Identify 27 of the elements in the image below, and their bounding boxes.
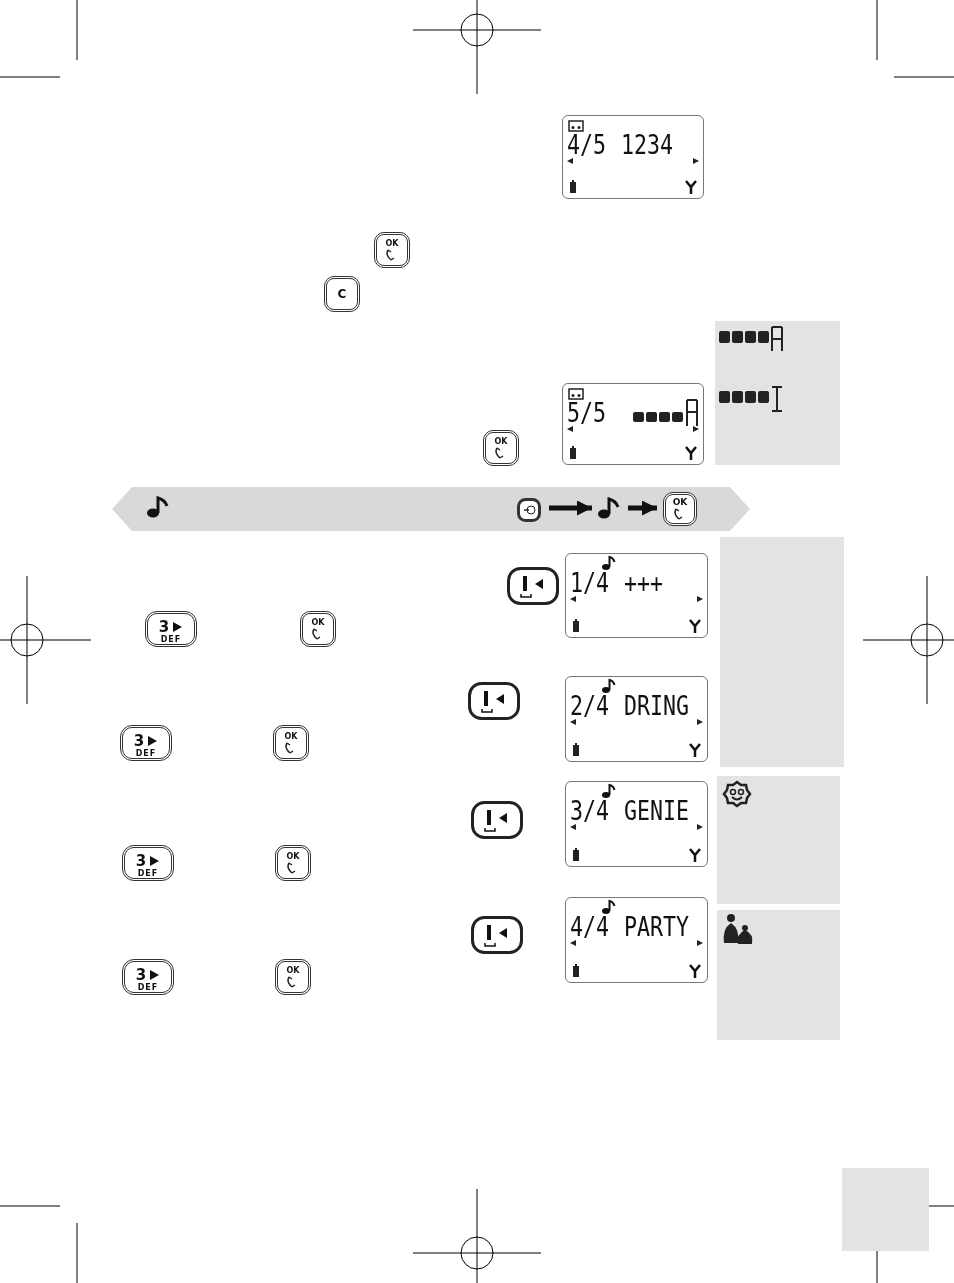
ok-key: OK (275, 959, 311, 995)
lcd-text: 3/4 (570, 796, 610, 826)
number-key: 3 DEF (122, 959, 174, 995)
lcd-text: 1/4 (570, 568, 610, 598)
lcd-text: 4/4 (570, 912, 610, 942)
clear-key: C (324, 276, 360, 312)
ok-key: OK (273, 725, 309, 761)
number-key: 3 DEF (120, 725, 172, 761)
lcd-text: 5/5 (567, 398, 607, 428)
lcd-text: 1234 (621, 130, 674, 160)
lcd-text: GENIE (624, 796, 690, 826)
number-key: 3 DEF (145, 611, 197, 647)
music-note-icon (598, 497, 620, 519)
ring-key-icon (517, 498, 541, 522)
ok-key: OK (663, 492, 697, 526)
ok-key: OK (374, 232, 410, 268)
number-key: 3 DEF (122, 845, 174, 881)
lcd-text: +++ (624, 568, 664, 598)
ok-key: OK (275, 845, 311, 881)
arrow (549, 500, 592, 516)
lcd-text: 4/5 (567, 130, 607, 160)
ok-key: OK (483, 430, 519, 466)
lcd-text: DRING (624, 691, 690, 721)
lcd-text: PARTY (624, 912, 690, 942)
lcd-text: 2/4 (570, 691, 610, 721)
ok-key: OK (300, 611, 336, 647)
arrow (628, 500, 657, 516)
